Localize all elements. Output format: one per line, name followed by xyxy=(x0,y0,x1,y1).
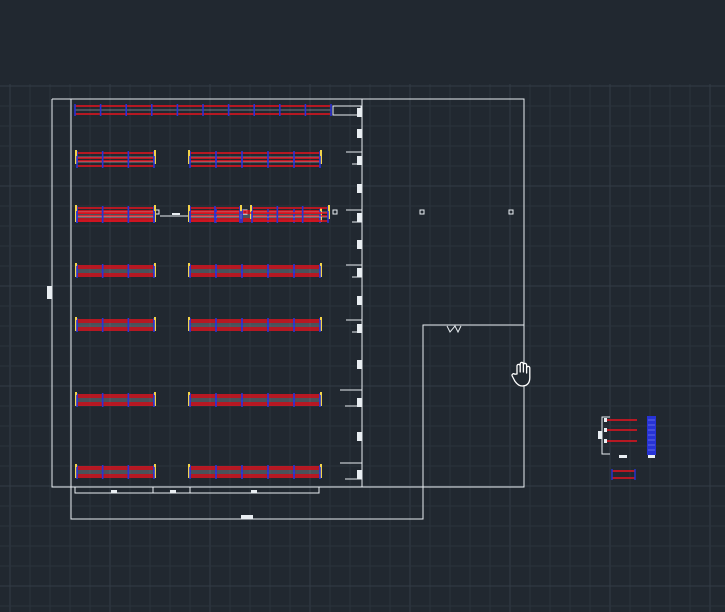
rack-row xyxy=(189,320,321,332)
dock-door xyxy=(357,184,362,193)
outer-wall xyxy=(51,98,525,488)
rack-row xyxy=(76,156,155,168)
rack-row xyxy=(76,320,155,332)
dock-door xyxy=(357,296,362,305)
column-marker xyxy=(419,209,425,215)
dock-door xyxy=(357,432,362,441)
detail-upright xyxy=(647,416,656,455)
rack-row xyxy=(75,392,156,406)
dock-door xyxy=(357,213,362,222)
detail-post xyxy=(604,439,607,443)
rack-row xyxy=(75,317,156,331)
drawing-grid xyxy=(0,84,725,612)
rack-row xyxy=(76,266,155,278)
rack-detail-block[interactable] xyxy=(598,416,656,480)
rack-row xyxy=(76,467,155,479)
rack-row xyxy=(189,467,321,479)
rack-row xyxy=(188,317,322,331)
rack-row xyxy=(75,263,156,277)
rack-row xyxy=(251,211,329,223)
rack-row xyxy=(75,208,156,222)
rack-row xyxy=(188,392,322,406)
rack-row xyxy=(188,464,322,478)
column-marker xyxy=(508,209,514,215)
detail-marker xyxy=(619,455,627,458)
pan-hand-icon xyxy=(511,361,531,387)
rack-layout[interactable] xyxy=(74,104,332,479)
inner-wall xyxy=(70,99,524,520)
rack-row xyxy=(74,104,332,116)
dock-door xyxy=(357,240,362,249)
dock-door xyxy=(357,129,362,138)
side-door xyxy=(47,286,52,299)
bottom-door xyxy=(241,515,253,519)
rack-row xyxy=(250,205,330,219)
office-door xyxy=(170,490,176,493)
dock-door xyxy=(357,398,362,407)
dock-door xyxy=(357,268,362,277)
dock-door xyxy=(357,156,362,165)
loading-docks[interactable] xyxy=(340,108,362,480)
rack-row xyxy=(189,266,321,278)
rack-row xyxy=(76,211,155,223)
office-door xyxy=(111,490,117,493)
office-door xyxy=(251,490,257,493)
aisle-marker xyxy=(172,213,180,215)
dock-door xyxy=(357,470,362,479)
rack-row xyxy=(188,263,322,277)
rack-row xyxy=(189,211,241,223)
building-outline[interactable] xyxy=(47,98,525,520)
dock-door xyxy=(357,324,362,333)
office-wall xyxy=(74,487,320,494)
column-marker xyxy=(332,209,338,215)
rack-row xyxy=(188,208,322,222)
rack-row xyxy=(76,395,155,407)
detail-marker xyxy=(648,455,655,458)
detail-frame xyxy=(601,416,610,455)
detail-post xyxy=(604,418,607,422)
column-marker xyxy=(242,209,248,215)
dock-door xyxy=(357,108,362,117)
top-right-box xyxy=(332,105,362,116)
detail-door xyxy=(598,431,602,439)
rack-row xyxy=(189,395,321,407)
rack-row xyxy=(189,156,321,168)
detail-post xyxy=(604,428,607,432)
double-door-symbol xyxy=(446,325,462,334)
dock-door xyxy=(357,360,362,369)
